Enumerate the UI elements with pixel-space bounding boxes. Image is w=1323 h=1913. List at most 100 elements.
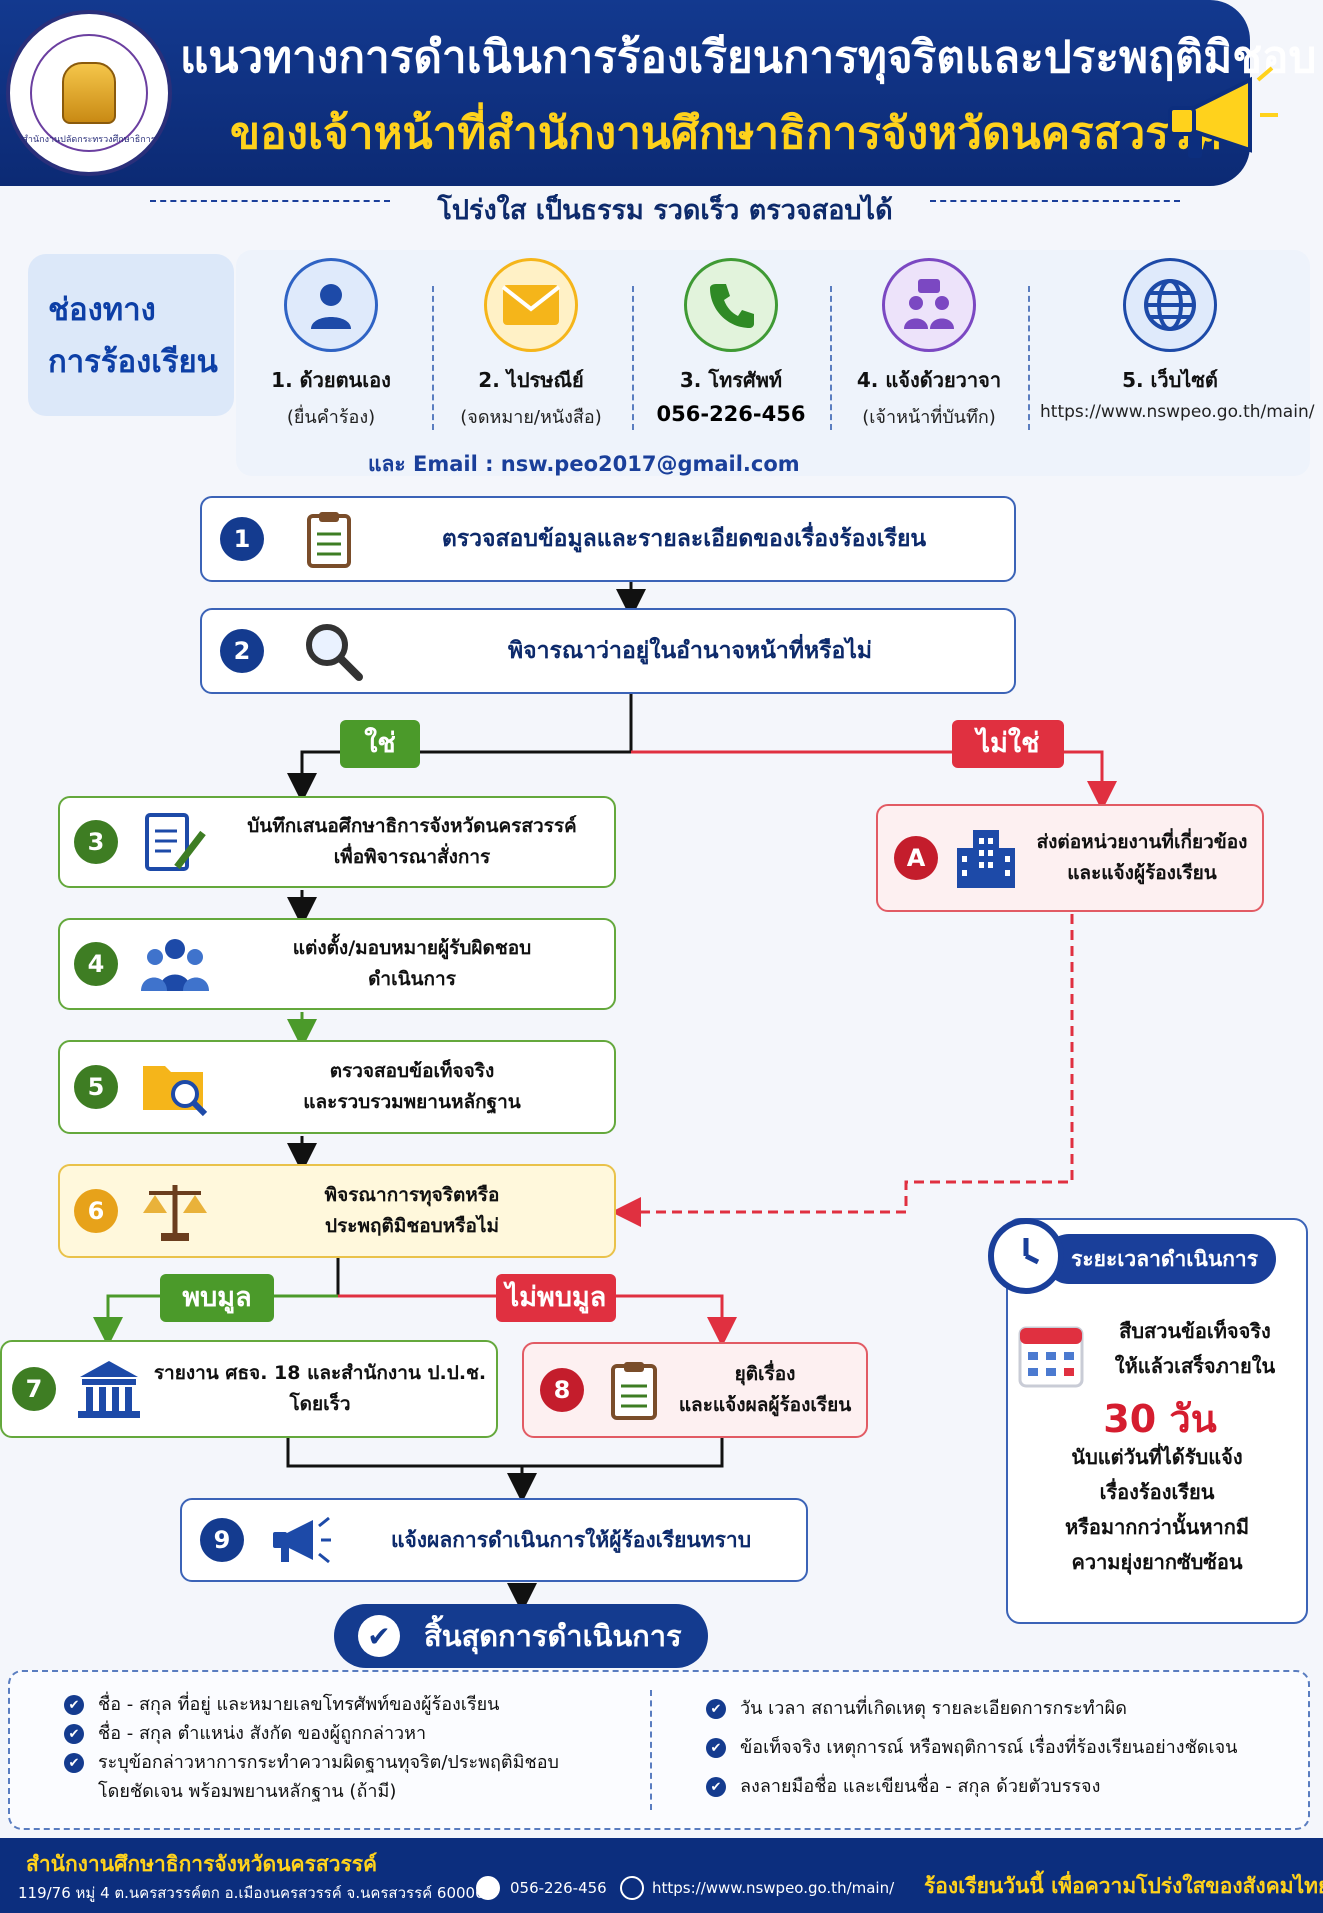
step-number: 3 xyxy=(74,820,118,864)
step-1-text: ตรวจสอบข้อมูลและรายละเอียดของเรื่องร้องเ… xyxy=(441,526,927,552)
step-number: 8 xyxy=(540,1368,584,1412)
step-4-box: 4 แต่งตั้ง/มอบหมายผู้รับผิดชอบดำเนินการ xyxy=(58,918,616,1010)
globe-icon xyxy=(1123,258,1217,352)
check-icon: ✔ xyxy=(64,1695,84,1715)
channel-divider xyxy=(1028,286,1030,430)
magnifier-icon xyxy=(300,619,366,683)
step-1-box: 1 ตรวจสอบข้อมูลและรายละเอียดของเรื่องร้อ… xyxy=(200,496,1016,582)
subtitle-line-left xyxy=(150,200,390,202)
channel-divider xyxy=(830,286,832,430)
email-contact[interactable]: และ Email : nsw.peo2017@gmail.com xyxy=(368,452,800,476)
globe-icon xyxy=(620,1876,644,1900)
checklist-icon xyxy=(604,1360,664,1420)
channels-label: ช่องทาง การร้องเรียน xyxy=(48,292,218,380)
step-7-box: 7 รายงาน ศธจ. 18 และสำนักงาน ป.ป.ช.โดยเร… xyxy=(0,1340,498,1438)
people-chat-icon xyxy=(882,258,976,352)
not-found-tag: ไม่พบมูล xyxy=(496,1274,616,1322)
step-4-text: แต่งตั้ง/มอบหมายผู้รับผิดชอบดำเนินการ xyxy=(292,937,532,990)
page-title-line2: ของเจ้าหน้าที่สำนักงานศึกษาธิการจังหวัดน… xyxy=(230,108,1222,159)
requirement-item: ✔ชื่อ - สกุล ตำแหน่ง สังกัด ของผู้ถูกกล่… xyxy=(64,1719,644,1748)
check-icon: ✔ xyxy=(64,1753,84,1773)
requirement-item-continued: โดยชัดเจน พร้อมพยานหลักฐาน (ถ้ามี) xyxy=(98,1781,397,1802)
building-icon xyxy=(950,826,1022,890)
clipboard-icon xyxy=(304,510,354,568)
requirement-item: ✔วัน เวลา สถานที่เกิดเหตุ รายละเอียดการก… xyxy=(706,1694,1306,1723)
megaphone-icon xyxy=(266,1514,336,1566)
megaphone-icon xyxy=(1168,66,1278,158)
channels-label-box xyxy=(28,254,234,416)
footer-bar xyxy=(0,1838,1323,1913)
footer-phone[interactable]: 056-226-456 xyxy=(510,1879,607,1897)
step-number: 4 xyxy=(74,942,118,986)
envelope-icon xyxy=(484,258,578,352)
step-9-text: แจ้งผลการดำเนินการให้ผู้ร้องเรียนทราบ xyxy=(390,1528,752,1552)
check-icon: ✔ xyxy=(358,1615,400,1657)
timeframe-text-bottom: นับแต่วันที่ได้รับแจ้งเรื่องร้องเรียนหรื… xyxy=(1064,1445,1250,1574)
no-tag: ไม่ใช่ xyxy=(952,720,1064,768)
footer-org-name: สำนักงานศึกษาธิการจังหวัดนครสวรรค์ xyxy=(26,1852,378,1876)
page-title-line1: แนวทางการดำเนินการร้องเรียนการทุจริตและป… xyxy=(180,32,1317,83)
channel-verbal: 4. แจ้งด้วยวาจา (เจ้าหน้าที่บันทึก) xyxy=(834,258,1024,431)
yes-tag: ใช่ xyxy=(340,720,420,768)
step-a-text: ส่งต่อหน่วยงานที่เกี่ยวข้องและแจ้งผู้ร้อ… xyxy=(1036,831,1248,884)
person-icon xyxy=(284,258,378,352)
timeframe-title: ระยะเวลาดำเนินการ xyxy=(1044,1234,1276,1284)
step-8-text: ยุติเรื่องและแจ้งผลผู้ร้องเรียน xyxy=(678,1363,852,1416)
header-banner xyxy=(0,0,1250,186)
timeframe-days: 30 วัน xyxy=(1103,1397,1217,1441)
document-pen-icon xyxy=(140,811,210,873)
requirements-left: ✔ชื่อ - สกุล ที่อยู่ และหมายเลขโทรศัพท์ข… xyxy=(64,1690,644,1806)
step-number: 6 xyxy=(74,1189,118,1233)
step-number: 7 xyxy=(12,1367,56,1411)
government-building-icon xyxy=(74,1359,144,1419)
footer-website-link[interactable]: https://www.nswpeo.go.th/main/ xyxy=(652,1879,895,1897)
requirements-panel xyxy=(8,1670,1310,1830)
footer-address: 119/76 หมู่ 4 ต.นครสวรรค์ตก อ.เมืองนครสว… xyxy=(18,1884,485,1902)
channel-mail: 2. ไปรษณีย์ (จดหมาย/หนังสือ) xyxy=(436,258,626,431)
channel-in-person: 1. ด้วยตนเอง (ยื่นคำร้อง) xyxy=(236,258,426,431)
channel-divider xyxy=(632,286,634,430)
timeframe-text-top: สืบสวนข้อเท็จจริงให้แล้วเสร็จภายใน xyxy=(1114,1319,1276,1378)
clock-icon xyxy=(988,1218,1064,1294)
end-badge: ✔ สิ้นสุดการดำเนินการ xyxy=(334,1604,708,1668)
seal-icon xyxy=(62,62,116,124)
folder-search-icon xyxy=(140,1056,210,1118)
step-6-text: พิจรณาการทุจริตหรือประพฤติมิชอบหรือไม่ xyxy=(324,1184,500,1237)
requirement-item: ✔ระบุข้อกล่าวหาการกระทำความผิดฐานทุจริต/… xyxy=(64,1748,644,1777)
logo-text-bottom: สำนักงานปลัดกระทรวงศึกษาธิการ xyxy=(22,135,156,145)
phone-icon xyxy=(684,258,778,352)
check-icon: ✔ xyxy=(706,1699,726,1719)
step-7-text: รายงาน ศธจ. 18 และสำนักงาน ป.ป.ช.โดยเร็ว xyxy=(153,1362,487,1415)
step-number: 9 xyxy=(200,1518,244,1562)
check-icon: ✔ xyxy=(64,1724,84,1744)
found-tag: พบมูล xyxy=(160,1274,274,1322)
timeframe-panel xyxy=(1006,1218,1308,1624)
step-5-text: ตรวจสอบข้อเท็จจริงและรวบรวมพยานหลักฐาน xyxy=(303,1060,521,1113)
step-number: 1 xyxy=(220,517,264,561)
step-8-box: 8 ยุติเรื่องและแจ้งผลผู้ร้องเรียน xyxy=(522,1342,868,1438)
step-6-box: 6 พิจรณาการทุจริตหรือประพฤติมิชอบหรือไม่ xyxy=(58,1164,616,1258)
phone-icon xyxy=(476,1876,500,1900)
calendar-icon xyxy=(1018,1320,1084,1388)
channel-website: 5. เว็บไซต์ https://www.nswpeo.go.th/mai… xyxy=(1040,258,1315,422)
step-3-box: 3 บันทึกเสนอศึกษาธิการจังหวัดนครสวรรค์เพ… xyxy=(58,796,616,888)
step-number: 5 xyxy=(74,1065,118,1109)
scales-icon xyxy=(140,1179,210,1243)
step-2-text: พิจารณาว่าอยู่ในอำนาจหน้าที่หรือไม่ xyxy=(507,638,873,664)
step-number: 2 xyxy=(220,629,264,673)
channel-phone: 3. โทรศัพท์ 056-226-456 xyxy=(636,258,826,426)
requirement-item: ✔ลงลายมือชื่อ และเขียนชื่อ - สกุล ด้วยตั… xyxy=(706,1772,1306,1801)
check-icon: ✔ xyxy=(706,1777,726,1797)
requirements-divider xyxy=(650,1690,652,1810)
step-3-text: บันทึกเสนอศึกษาธิการจังหวัดนครสวรรค์เพื่… xyxy=(247,815,577,868)
step-2-box: 2 พิจารณาว่าอยู่ในอำนาจหน้าที่หรือไม่ xyxy=(200,608,1016,694)
requirement-item: ✔ชื่อ - สกุล ที่อยู่ และหมายเลขโทรศัพท์ข… xyxy=(64,1690,644,1719)
step-5-box: 5 ตรวจสอบข้อเท็จจริงและรวบรวมพยานหลักฐาน xyxy=(58,1040,616,1134)
slogan-subtitle: โปร่งใส เป็นธรรม รวดเร็ว ตรวจสอบได้ xyxy=(437,195,893,226)
subtitle-line-right xyxy=(930,200,1180,202)
website-link[interactable]: https://www.nswpeo.go.th/main/ xyxy=(1040,402,1315,422)
step-number: A xyxy=(894,836,938,880)
check-icon: ✔ xyxy=(706,1738,726,1758)
requirements-right: ✔วัน เวลา สถานที่เกิดเหตุ รายละเอียดการก… xyxy=(706,1694,1306,1801)
